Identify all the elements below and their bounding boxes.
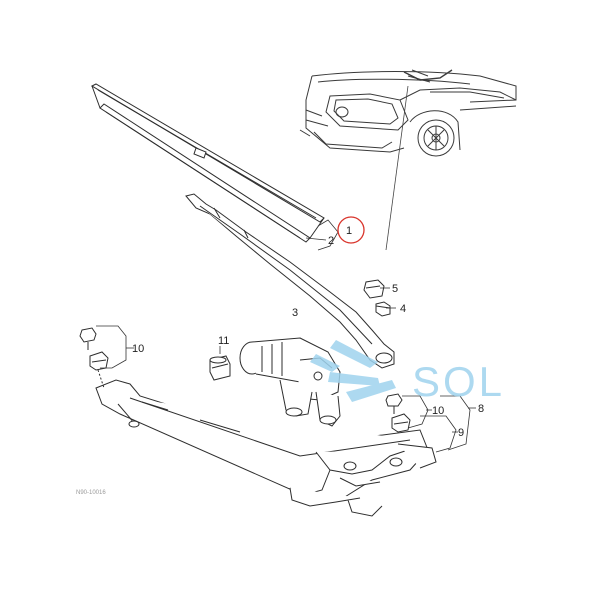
callout-9: 9 xyxy=(458,427,464,439)
bolt-grommet-right xyxy=(385,393,411,433)
callout-3: 3 xyxy=(292,307,298,319)
watermark-chevron-icon xyxy=(310,340,396,402)
watermark-text: SOL xyxy=(412,358,505,405)
leader-line-car xyxy=(385,85,409,251)
callout-leaders xyxy=(96,219,476,453)
wiper-blade xyxy=(90,83,325,243)
callout-11: 11 xyxy=(218,335,229,347)
wiper-arm xyxy=(185,193,395,369)
wiper-linkage-frame xyxy=(95,379,437,517)
cap-part xyxy=(363,279,385,299)
wiper-motor xyxy=(239,337,341,427)
callout-10-left: 10 xyxy=(132,343,144,355)
highlight-circle xyxy=(337,216,365,244)
bushing-part xyxy=(209,355,231,381)
callout-4: 4 xyxy=(400,303,406,315)
vehicle-front-illustration xyxy=(299,69,517,157)
hex-nut-part xyxy=(375,301,391,317)
bolt-grommet-left xyxy=(79,327,109,389)
sol-watermark-logo: SOL xyxy=(310,340,505,405)
figure-code: N90-10016 xyxy=(76,490,106,496)
callout-10-right: 10 xyxy=(432,405,444,417)
callout-1: 1 xyxy=(346,225,352,237)
callout-2: 2 xyxy=(328,235,334,247)
callout-8: 8 xyxy=(478,403,484,415)
callout-5: 5 xyxy=(392,283,398,295)
callout-numbers: 1 2 3 4 5 10 11 10 8 9 xyxy=(132,225,484,439)
